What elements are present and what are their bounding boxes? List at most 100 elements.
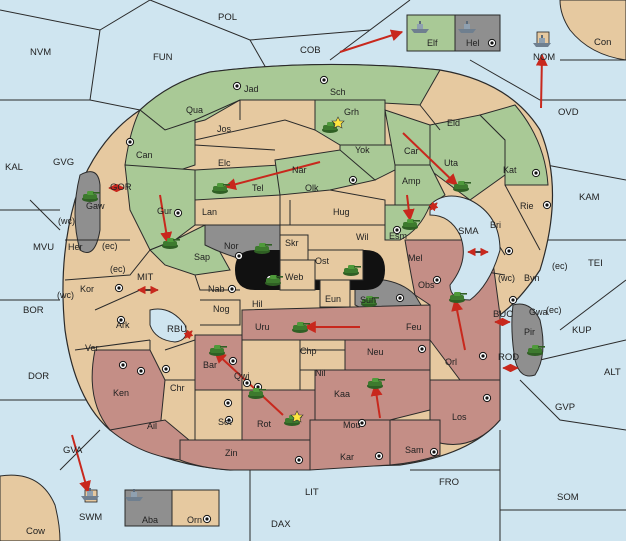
land-label: Gaw [86, 201, 105, 211]
land-label: Wil [356, 232, 369, 242]
land-label: Gur [157, 206, 172, 216]
sea-label: NVM [30, 47, 51, 58]
land-label: Chr [170, 383, 185, 393]
land-label: Byn [524, 273, 540, 283]
star-burst-icon [290, 410, 304, 423]
sea-sma-inlet [429, 195, 501, 301]
land-label: Her [68, 242, 83, 252]
supply-center-icon [114, 283, 124, 293]
sea-label: Cow [26, 526, 45, 537]
province-web[interactable] [279, 259, 316, 291]
supply-center-icon [136, 366, 146, 376]
supply-center-icon [232, 81, 242, 91]
land-label: Sot [218, 417, 232, 427]
sea-label: MVU [33, 242, 54, 253]
land-label: Bar [203, 360, 217, 370]
coast-marker: (wc) [58, 216, 75, 226]
sea-label: SOM [557, 492, 579, 503]
sea-label: DOR [28, 371, 49, 382]
province-nar-olk[interactable] [274, 149, 377, 196]
land-label: Amp [402, 176, 421, 186]
supply-center-icon [482, 393, 492, 403]
land-label: Qua [186, 105, 203, 115]
land-label: Feu [406, 322, 422, 332]
land-label: Uta [444, 158, 458, 168]
province-kat[interactable] [479, 104, 549, 186]
land-label: Sch [330, 87, 346, 97]
land-label: Nar [292, 165, 307, 175]
land-label: Tel [252, 183, 264, 193]
province-ken[interactable] [91, 349, 166, 431]
province-kaa-mou[interactable] [314, 369, 431, 421]
land-label: Sap [194, 252, 210, 262]
sea-label: NOM [533, 52, 555, 63]
land-label: Los [452, 412, 467, 422]
province-cow[interactable] [0, 474, 61, 541]
supply-center-icon [508, 295, 518, 305]
sea-label: DAX [271, 519, 291, 530]
coast-markers: (wc) (ec) (ec) (wc) (wc) (ec) (ec) [57, 216, 568, 315]
supply-center-icon [417, 344, 427, 354]
supply-center-icon [161, 364, 171, 374]
land-label: Can [136, 150, 153, 160]
sea-label: LIT [305, 487, 319, 498]
coast-marker: (ec) [102, 241, 118, 251]
supply-center-icon [348, 175, 358, 185]
province-con[interactable] [559, 0, 626, 61]
canal-icons [108, 183, 519, 373]
province-eun[interactable] [319, 279, 351, 308]
sea-label: GVA [63, 445, 83, 456]
land-label: Eld [447, 118, 460, 128]
dislodged-markers [290, 116, 345, 423]
land-label: Orn [187, 515, 202, 525]
sea-label: BUC [493, 309, 513, 320]
land-label: Pir [524, 327, 535, 337]
coast-marker: (wc) [57, 290, 74, 300]
sea-label: COB [300, 45, 321, 56]
sea-label: POL [218, 12, 237, 23]
supply-center-icon [228, 356, 238, 366]
province-sam[interactable] [389, 419, 441, 466]
province-jad-sch[interactable] [139, 63, 441, 131]
land-label: Nil [315, 368, 326, 378]
land-label: Mel [408, 253, 423, 263]
land-label: Ken [113, 388, 129, 398]
province-orn[interactable] [171, 489, 220, 527]
land-label: Sun [360, 295, 376, 305]
province-uru-feu[interactable] [241, 304, 431, 341]
supply-center-icon [504, 246, 514, 256]
land-label: Olk [305, 183, 319, 193]
land-label: Ver [85, 343, 99, 353]
supply-center-icon [125, 137, 135, 147]
land-label: Aba [142, 515, 158, 525]
sea-label: RBU [167, 324, 187, 335]
land-label: Esm [389, 231, 407, 241]
land-label: Chp [300, 346, 317, 356]
supply-center-icon [487, 38, 497, 48]
sea-label: KAL [5, 162, 23, 173]
province-tel[interactable] [194, 164, 281, 201]
land-label: Hel [466, 38, 480, 48]
land-label: Rot [257, 419, 272, 429]
land-label: Mou [343, 420, 361, 430]
land-label: Kar [340, 452, 354, 462]
land-label: Sam [405, 445, 424, 455]
province-can-qua[interactable] [124, 109, 196, 176]
land-label: Jos [217, 124, 232, 134]
land-label: Elf [427, 38, 438, 48]
land-label: Bri [490, 220, 501, 230]
land-label: Nor [224, 241, 239, 251]
supply-center-icon [202, 514, 212, 524]
province-neu[interactable] [344, 339, 431, 371]
sea-label: MIT [137, 272, 154, 283]
coast-marker: (wc) [498, 273, 515, 283]
province-zin[interactable] [179, 439, 311, 471]
province-pir[interactable] [511, 303, 544, 377]
star-burst-icon [331, 116, 345, 129]
sea-label: ALT [604, 367, 621, 378]
supply-center-icon [294, 455, 304, 465]
land-label: Web [285, 272, 303, 282]
supply-center-icon [478, 351, 488, 361]
sea-label: Con [594, 37, 611, 48]
